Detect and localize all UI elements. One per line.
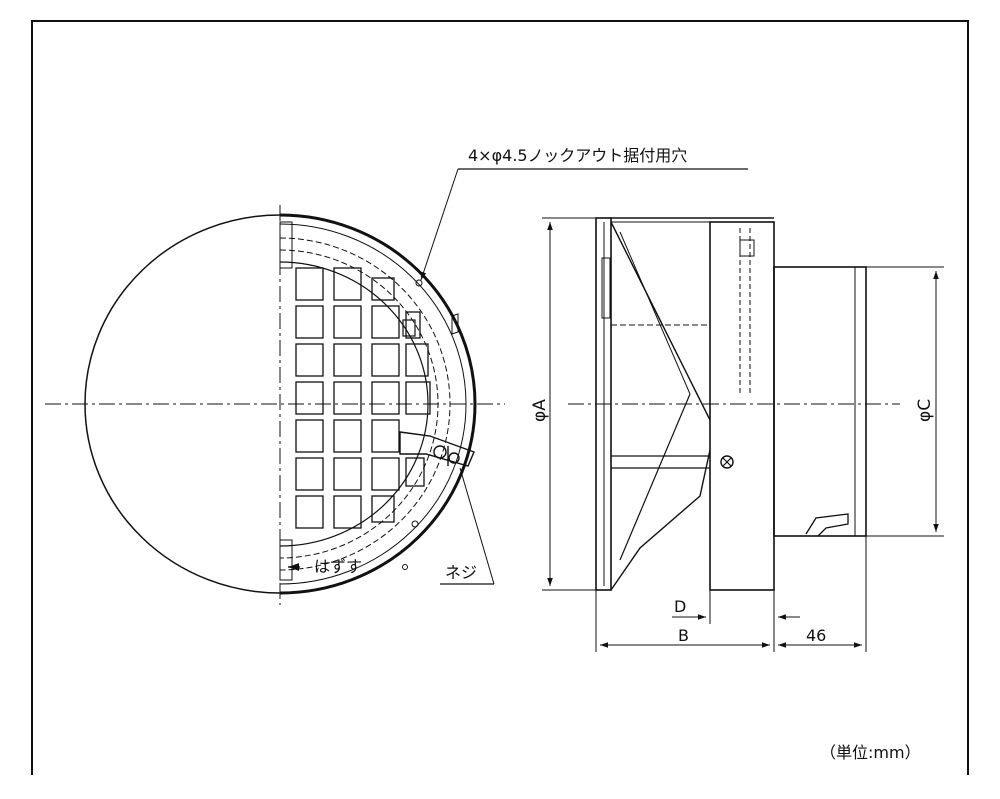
knockout-hole-1 (415, 279, 423, 287)
knockout-hole-2 (411, 520, 419, 528)
dim-d-label: D (674, 597, 686, 616)
duct-pipe (773, 266, 867, 537)
front-view-annotations: 4×φ4.5ノックアウト据付用穴 はずす ネジ (314, 146, 748, 585)
main-body (709, 221, 775, 591)
duct-latch (805, 513, 849, 537)
dim-phi-c-label: φC (915, 399, 935, 422)
screw-assembly (399, 431, 475, 467)
grille-clip-upper (402, 319, 416, 337)
cut-edge-detail-top (279, 221, 293, 269)
dim-phi-a-label: φA (530, 399, 550, 422)
grille-frame-outer (279, 237, 451, 571)
grille-frame-inner (279, 261, 429, 547)
hood-outline-right (279, 213, 477, 595)
unit-label: （単位:mm） (820, 743, 921, 762)
knockout-leader (420, 168, 459, 281)
remove-label: はずす (314, 557, 362, 576)
side-view-dimensions (542, 217, 944, 652)
hood-outline-left (84, 214, 281, 594)
screw-label: ネジ (445, 563, 477, 582)
hood-rim-inner (279, 223, 467, 585)
hood-front-plate (595, 217, 612, 591)
cut-edge-detail-bottom (279, 539, 293, 581)
screw-leader (459, 467, 495, 585)
knockout-holes-label: 4×φ4.5ノックアウト据付用穴 (468, 146, 687, 165)
dim-46-label: 46 (806, 626, 826, 645)
dim-b-label: B (678, 626, 689, 645)
front-view (45, 205, 505, 605)
knockout-hole-3 (402, 564, 408, 570)
side-view (568, 217, 900, 591)
body-screw (720, 455, 734, 469)
clip-notch (451, 313, 459, 335)
grille-grid (295, 267, 431, 529)
drawing-frame (31, 20, 969, 775)
